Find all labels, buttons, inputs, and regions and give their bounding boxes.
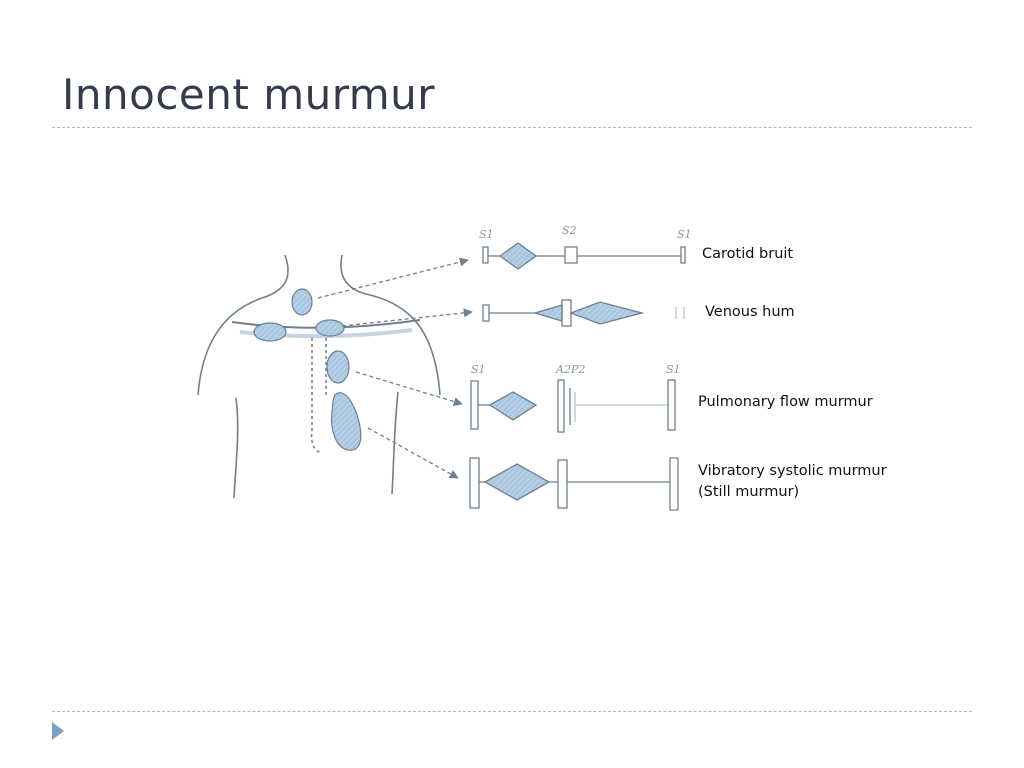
s1-sound-end [667, 379, 676, 431]
right-arm-line [391, 391, 399, 495]
neck-left [261, 254, 289, 299]
s1-sound [482, 246, 489, 264]
pulmonary-location [326, 350, 350, 384]
label-pulmonary-flow-murmur: Pulmonary flow murmur [698, 394, 873, 410]
slide-title: Innocent murmur [62, 70, 436, 119]
tick-s1-end: S1 [666, 363, 681, 376]
murmur-diamond [488, 391, 538, 421]
right-shoulder [369, 294, 441, 396]
label-carotid-bruit: Carotid bruit [702, 246, 794, 262]
tick-s2: S2 [562, 224, 577, 237]
s1-sound [470, 380, 479, 430]
s1-sound [469, 457, 480, 509]
sternum-left [310, 338, 321, 453]
left-arm-line [233, 397, 239, 499]
murmur-diamond [498, 242, 538, 270]
still-murmur-location [331, 392, 362, 451]
waveform-venous-hum [482, 299, 685, 327]
s2-sound [557, 459, 568, 509]
s1-sound-end [680, 246, 686, 264]
title-divider [52, 127, 972, 128]
waveform-still-murmur [469, 457, 679, 511]
waveform-carotid-bruit [482, 242, 686, 270]
s1-sound [482, 304, 490, 322]
arrow-carotid [317, 257, 469, 299]
tick-s1-end: S1 [677, 228, 692, 241]
systolic-component [569, 301, 645, 325]
venous-hum-location-right [315, 319, 345, 337]
torso-figure [197, 254, 441, 499]
s2-sound [564, 246, 578, 264]
waveform-pulmonary-flow [470, 379, 676, 433]
a2p2-sound [557, 379, 565, 433]
carotid-location [291, 288, 313, 316]
murmur-diamond [483, 463, 551, 501]
s1-sound-end [669, 457, 679, 511]
label-still-murmur: (Still murmur) [698, 484, 800, 500]
pointer-arrows [317, 257, 473, 479]
tick-a2p2: A2P2 [555, 363, 585, 376]
tick-s1: S1 [479, 228, 494, 241]
label-venous-hum: Venous hum [705, 304, 795, 320]
arrow-pulmonary [355, 371, 463, 406]
left-shoulder [197, 297, 263, 396]
neck-right [340, 254, 371, 296]
diastolic-component [532, 304, 563, 322]
footer-divider [52, 711, 972, 712]
venous-hum-location-left [253, 322, 287, 342]
arrow-venous-hum [341, 308, 473, 327]
arrow-still [367, 427, 459, 479]
tick-s1: S1 [471, 363, 486, 376]
triangle-bullet-icon [52, 722, 64, 740]
label-vibratory-systolic-murmur: Vibratory systolic murmur [698, 463, 887, 479]
murmur-locations [253, 288, 362, 451]
